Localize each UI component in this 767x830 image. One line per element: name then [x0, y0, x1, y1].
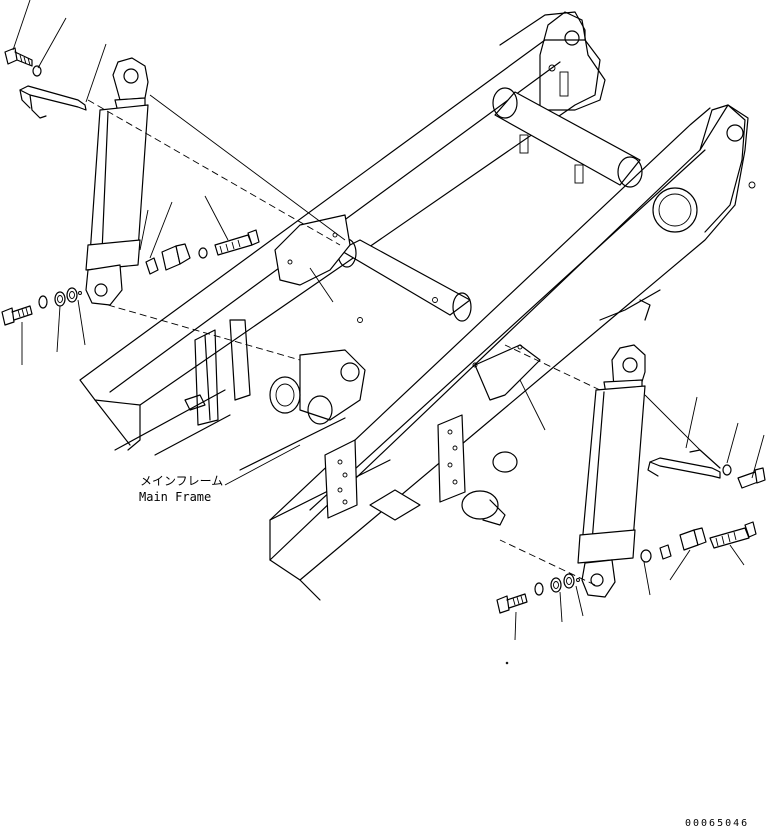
drawing-code: 00065046: [685, 818, 750, 829]
cylinder-left: [85, 57, 149, 306]
hardware-right: [496, 449, 766, 665]
cylinder-right: [577, 344, 646, 598]
hardware-left: [1, 47, 260, 326]
leader-lines: [12, 0, 765, 641]
main-frame-label-en: Main Frame: [139, 490, 212, 504]
alignment-lines: [87, 94, 701, 586]
main-frame-label-jp: メインフレーム: [140, 474, 224, 488]
main-frame: [79, 11, 756, 601]
